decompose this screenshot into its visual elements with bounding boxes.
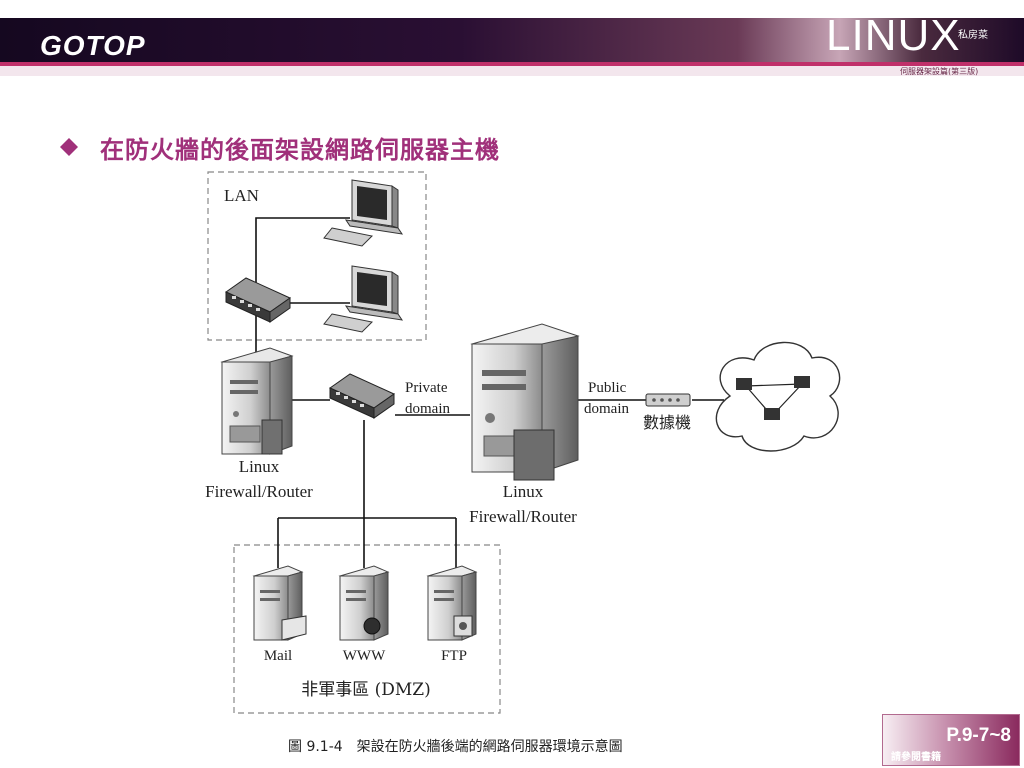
network-links	[255, 217, 724, 568]
linux-router-left	[220, 347, 294, 455]
linux-router-right	[470, 323, 580, 481]
mail-label: Mail	[264, 648, 292, 664]
public-domain-label-line1: Public	[588, 380, 627, 396]
lan-switch	[224, 277, 292, 323]
modem-label: 數據機	[643, 413, 691, 432]
internet-cloud	[715, 341, 841, 452]
linux-logo: LINUX	[826, 11, 961, 60]
router-right-label-line1: Linux	[503, 482, 544, 501]
router-left-label-line2: Firewall/Router	[205, 482, 313, 501]
router-left-label-line1: Linux	[239, 457, 280, 476]
lan-zone	[207, 171, 427, 341]
ftp-server	[426, 565, 478, 641]
public-domain-label-line2: domain	[584, 401, 629, 417]
page-reference-badge: P.9-7~8 請參閱書籍	[882, 714, 1020, 766]
dmz-switch	[328, 373, 396, 419]
mail-server	[252, 565, 307, 641]
modem-device	[645, 393, 691, 407]
diamond-bullet-icon	[60, 138, 78, 156]
slide-title: 在防火牆的後面架設網路伺服器主機	[100, 136, 500, 164]
dmz-label: 非軍事區 (DMZ)	[301, 680, 431, 700]
header-banner	[0, 18, 1024, 76]
linux-logo-subtitle: 伺服器架設篇(第三版)	[900, 67, 979, 76]
gotop-logo: GOTOP	[40, 30, 146, 61]
linux-logo-suffix: 私房菜	[958, 30, 988, 41]
lan-computer-2	[323, 265, 404, 333]
www-label: WWW	[343, 648, 386, 664]
lan-computer-1	[323, 179, 404, 247]
figure-caption: 圖 9.1-4 架設在防火牆後端的網路伺服器環境示意圖	[288, 739, 623, 755]
page-reference-note: 請參閱書籍	[891, 752, 941, 763]
private-domain-label-line1: Private	[405, 380, 448, 396]
lan-label: LAN	[224, 186, 259, 205]
page-reference: P.9-7~8	[946, 725, 1011, 746]
dmz-zone	[233, 544, 501, 714]
router-right-label-line2: Firewall/Router	[469, 507, 577, 526]
private-domain-label-line2: domain	[405, 401, 450, 417]
www-server	[338, 565, 390, 641]
ftp-label: FTP	[441, 648, 467, 664]
